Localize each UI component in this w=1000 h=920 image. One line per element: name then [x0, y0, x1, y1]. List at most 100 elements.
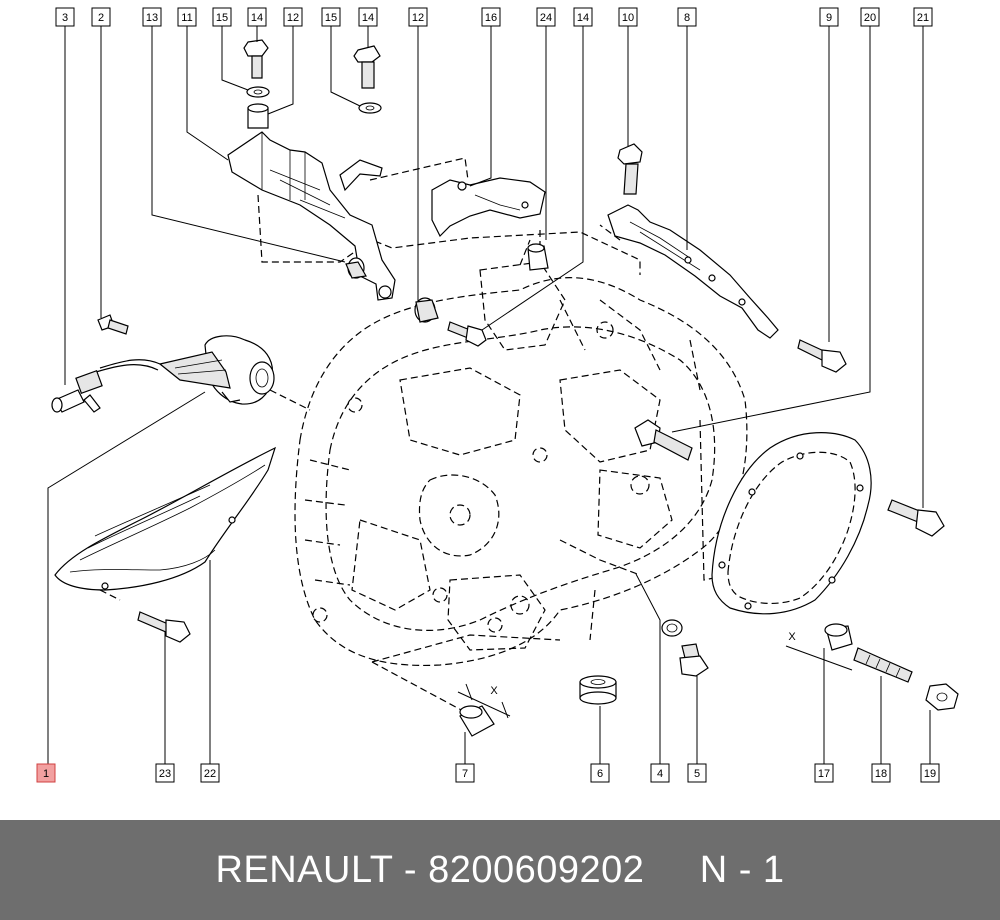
seal-ring-4: [661, 619, 683, 637]
callout-23: 23: [155, 763, 175, 783]
callout-box: [618, 7, 638, 27]
callout-number: 11: [181, 12, 192, 24]
callout-box: [814, 763, 834, 783]
dowel-17: [824, 623, 853, 651]
grommet-bolt-middle: [414, 297, 487, 347]
callout-box: [36, 763, 56, 783]
callout-labels: 3 2 13 11 15 14 12 15 14 12 16 24 14 10 8 9 20 21 1 23 22 7 6 4…: [36, 7, 940, 783]
callout-box: [687, 763, 707, 783]
callout-box: [913, 7, 933, 27]
callout-number: 4: [657, 768, 663, 780]
callout-box: [177, 7, 197, 27]
callout-14: 14: [247, 7, 267, 27]
callout-21: 21: [913, 7, 933, 27]
callout-number: 12: [412, 12, 424, 24]
footer-bar: RENAULT - 8200609202 N - 1: [0, 820, 1000, 920]
callout-19: 19: [920, 763, 940, 783]
callout-box: [481, 7, 501, 27]
callout-13: 13: [142, 7, 162, 27]
bracket-11: [227, 131, 396, 301]
callout-box: [590, 763, 610, 783]
callout-22: 22: [200, 763, 220, 783]
callout-box: [408, 7, 428, 27]
callout-20: 20: [860, 7, 880, 27]
dimension-mark-left: X: [457, 683, 511, 719]
grommet-13: [345, 257, 367, 279]
callout-number: 1: [43, 768, 49, 780]
callout-box: [677, 7, 697, 27]
nut-19: [925, 683, 959, 711]
callout-number: 17: [818, 768, 830, 780]
callout-number: 12: [287, 12, 299, 24]
callout-12: 12: [283, 7, 303, 27]
dimension-x-left: X: [490, 685, 498, 697]
callout-15: 15: [321, 7, 341, 27]
callout-box: [819, 7, 839, 27]
callout-5: 5: [687, 763, 707, 783]
callout-2: 2: [91, 7, 111, 27]
callout-number: 3: [62, 12, 68, 24]
bracket-8: [607, 204, 779, 339]
callout-number: 6: [597, 768, 603, 780]
callout-number: 15: [216, 12, 228, 24]
callout-number: 24: [540, 12, 552, 24]
cap-6: [579, 675, 617, 705]
callout-number: 23: [159, 768, 171, 780]
callout-11: 11: [177, 7, 197, 27]
callout-box: [283, 7, 303, 27]
callout-16: 16: [481, 7, 501, 27]
callout-number: 13: [146, 12, 158, 24]
callout-3: 3: [55, 7, 75, 27]
bleed-screw: [97, 314, 129, 335]
callout-number: 7: [462, 768, 468, 780]
callout-14: 14: [358, 7, 378, 27]
callout-8: 8: [677, 7, 697, 27]
callout-box: [650, 763, 670, 783]
dimension-x-right: X: [788, 631, 796, 643]
callout-1: 1: [36, 763, 56, 783]
bolt-stack-b: [353, 45, 382, 114]
callout-number: 2: [98, 12, 104, 24]
drain-plug-5: [679, 643, 709, 677]
cover-plate-gasket: [711, 432, 872, 615]
callout-15: 15: [212, 7, 232, 27]
callout-number: 5: [694, 768, 700, 780]
callout-14: 14: [573, 7, 593, 27]
hydraulic-pipe-union: [51, 359, 161, 413]
callout-6: 6: [590, 763, 610, 783]
callout-18: 18: [871, 763, 891, 783]
callout-number: 14: [251, 12, 263, 24]
callout-box: [573, 7, 593, 27]
bolt-10: [617, 143, 643, 195]
bolt-9: [797, 339, 847, 373]
callout-number: 16: [485, 12, 497, 24]
callout-7: 7: [455, 763, 475, 783]
callout-box: [142, 7, 162, 27]
callout-9: 9: [819, 7, 839, 27]
plug-24: [527, 243, 549, 271]
bolt-20: [634, 419, 693, 461]
assembly-lines: [99, 157, 821, 713]
callout-box: [860, 7, 880, 27]
callout-number: 22: [204, 768, 216, 780]
callout-box: [920, 763, 940, 783]
callout-number: 9: [826, 12, 832, 24]
callout-number: 14: [362, 12, 374, 24]
callout-box: [321, 7, 341, 27]
callout-number: 8: [684, 12, 690, 24]
callout-box: [536, 7, 556, 27]
footer-caption: RENAULT - 8200609202 N - 1: [215, 848, 785, 891]
protective-cover: [54, 446, 276, 591]
stud-18: [853, 647, 913, 683]
callout-24: 24: [536, 7, 556, 27]
bolt-stack-a: [243, 39, 270, 129]
callout-number: 10: [622, 12, 634, 24]
callout-box: [247, 7, 267, 27]
callout-box: [871, 763, 891, 783]
callout-box: [212, 7, 232, 27]
callout-4: 4: [650, 763, 670, 783]
callout-box: [155, 763, 175, 783]
callout-box: [358, 7, 378, 27]
callout-box: [455, 763, 475, 783]
